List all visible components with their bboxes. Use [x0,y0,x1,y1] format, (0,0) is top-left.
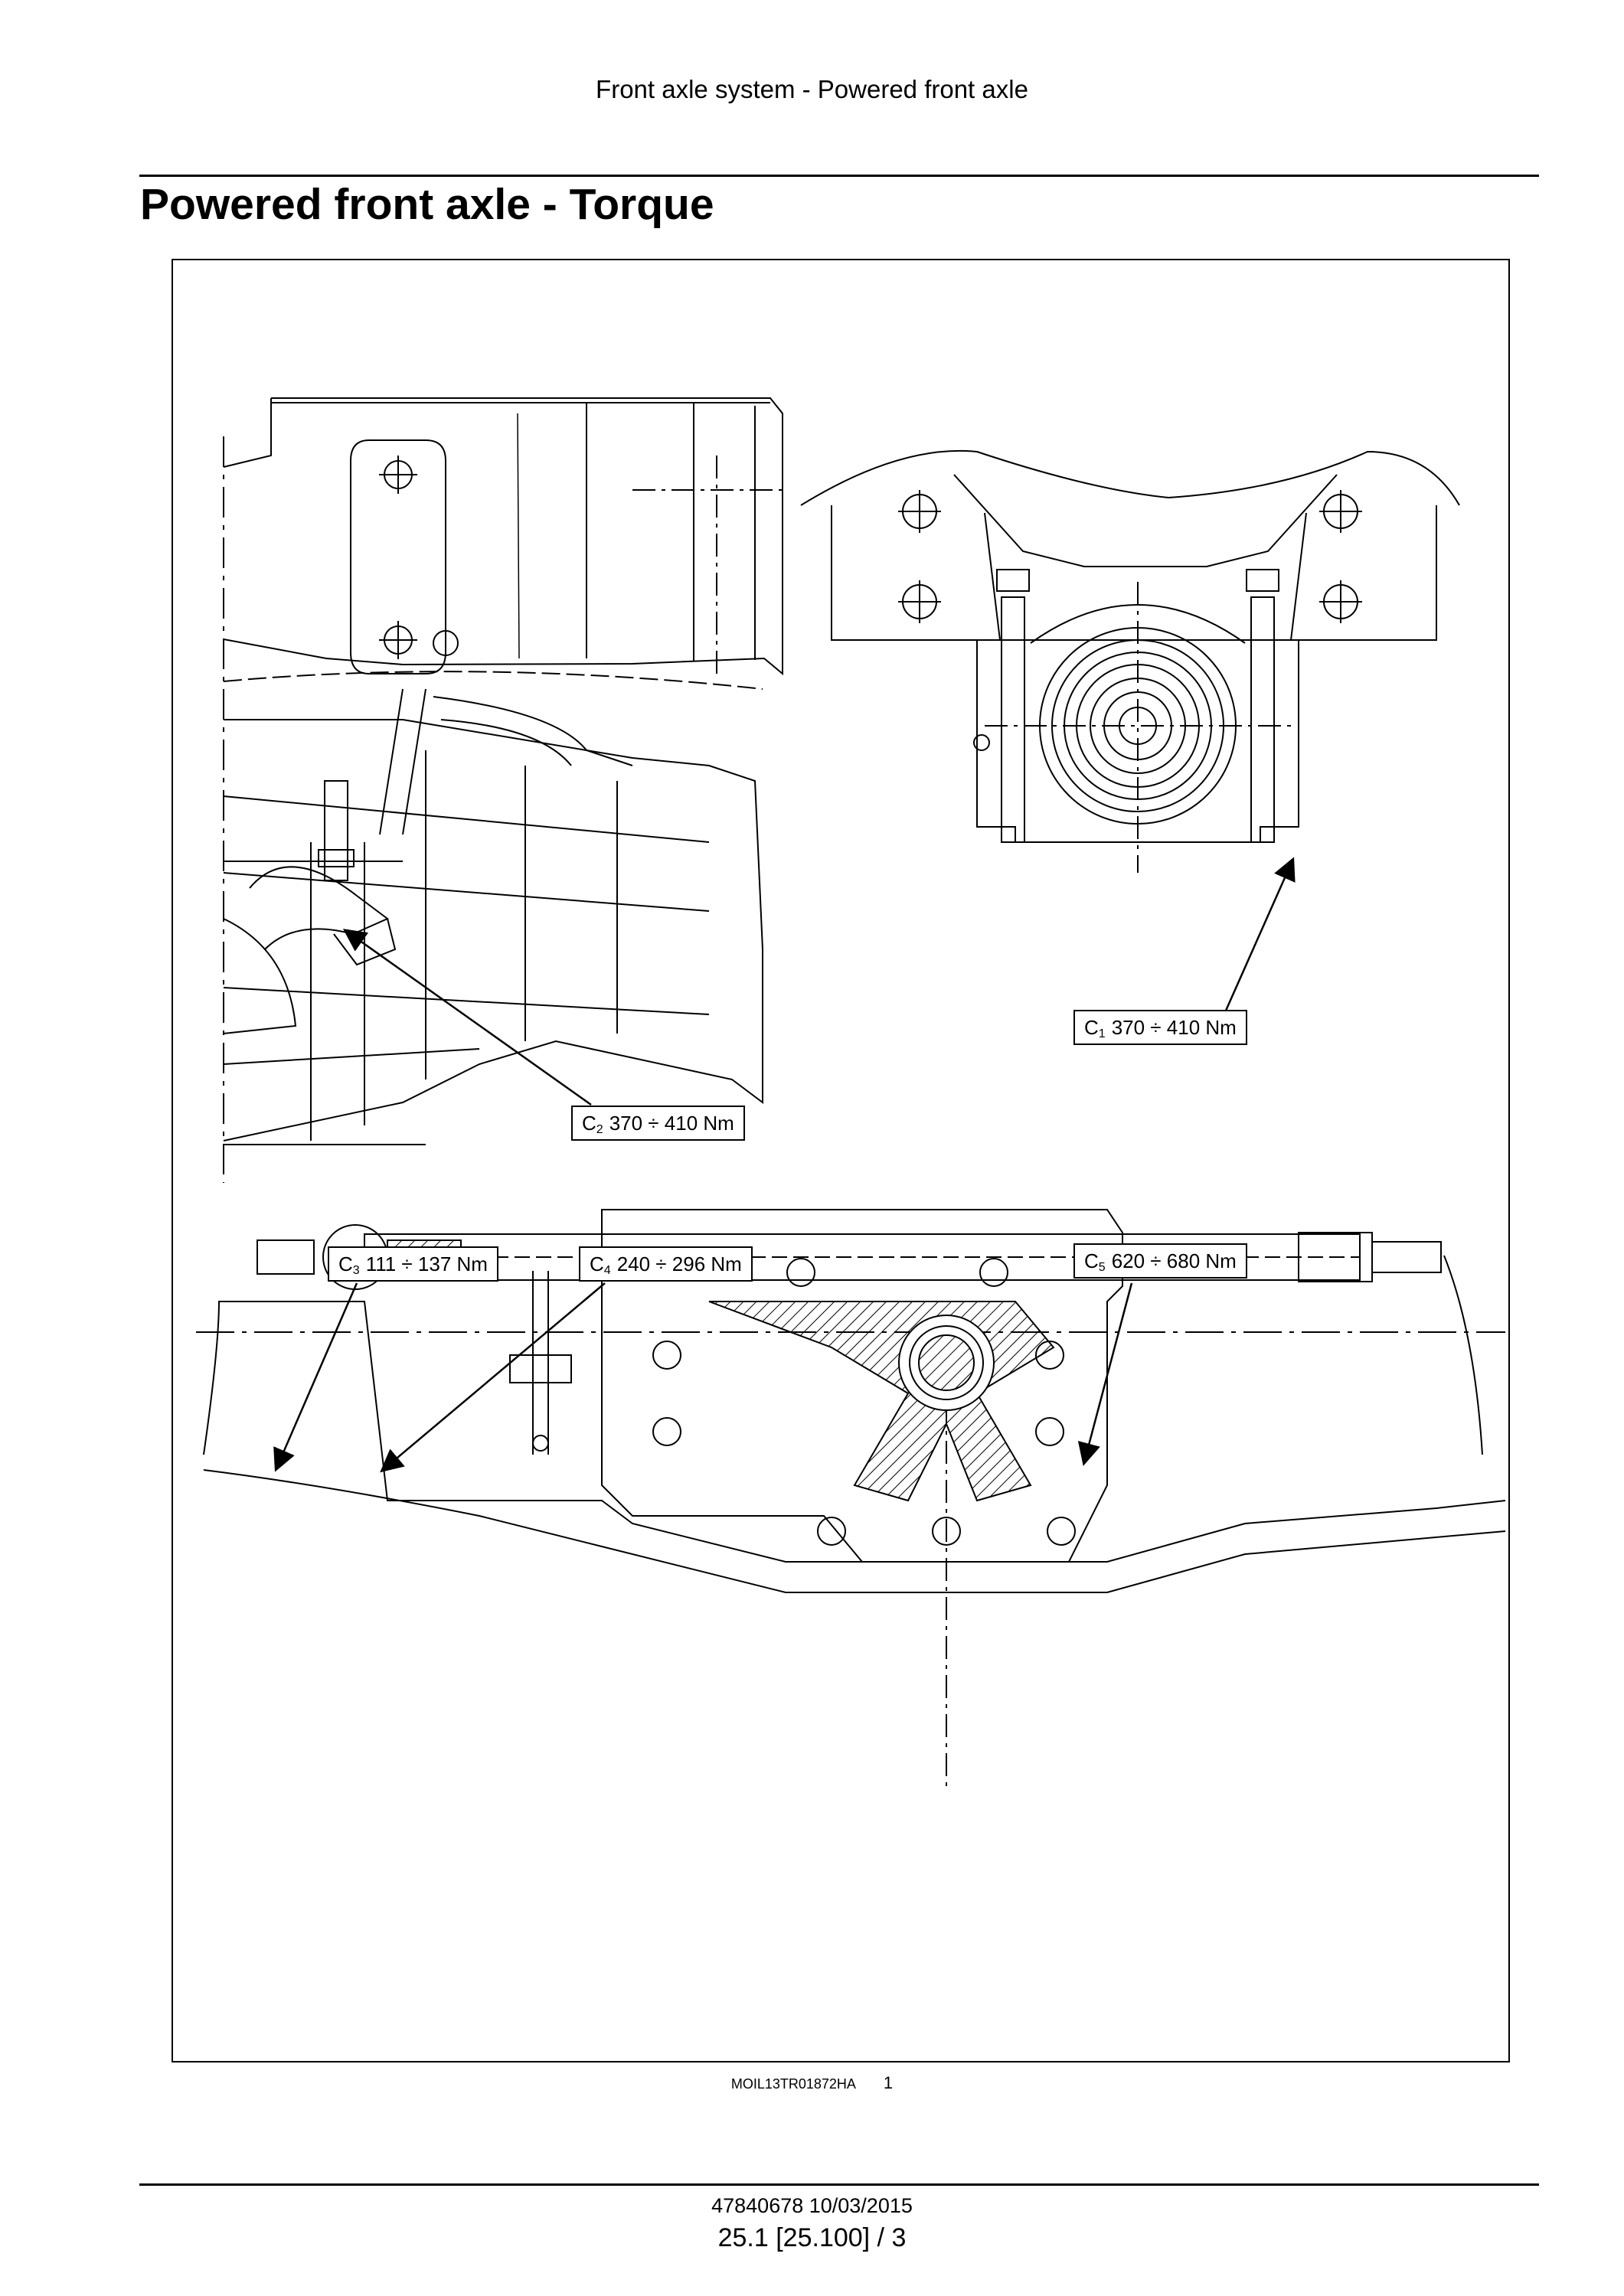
page-title: Powered front axle - Torque [140,180,714,229]
callout-subscript: 2 [596,1123,603,1136]
figure-number: 1 [883,2073,894,2092]
callout-subscript: 3 [352,1264,360,1277]
callout-value: 111 ÷ 137 Nm [365,1252,488,1275]
callout-leaders [273,857,1296,1473]
header-rule [139,175,1539,177]
callout-value: 370 ÷ 410 Nm [1111,1015,1237,1039]
axle-technical-drawing [196,397,1506,1791]
running-header: Front axle system - Powered front axle [596,75,1028,103]
callout-letter: C [590,1252,604,1275]
callout-value: 240 ÷ 296 Nm [616,1252,742,1275]
callout-letter: C [1084,1249,1099,1272]
callout-letter: C [338,1252,353,1275]
footer-page-ref: 25.1 [25.100] / 3 [717,2223,907,2252]
callout-letter: C [582,1111,596,1135]
center-view-drawing [196,1209,1506,1791]
callout-value: 370 ÷ 410 Nm [609,1111,734,1135]
side-view-drawing [223,397,786,1183]
end-view-drawing [800,449,1460,873]
figure-caption: MOIL13TR01872HA 1 [0,2073,1624,2093]
callout-value: 620 ÷ 680 Nm [1111,1249,1237,1272]
callout-letter: C [1084,1015,1099,1039]
callout-subscript: 4 [603,1264,611,1277]
callout-subscript: 5 [1098,1261,1106,1274]
footer-rule [139,2183,1539,2186]
figure-code: MOIL13TR01872HA [730,2076,856,2092]
callout-subscript: 1 [1098,1027,1106,1040]
footer-doc-ref: 47840678 10/03/2015 [711,2194,913,2217]
